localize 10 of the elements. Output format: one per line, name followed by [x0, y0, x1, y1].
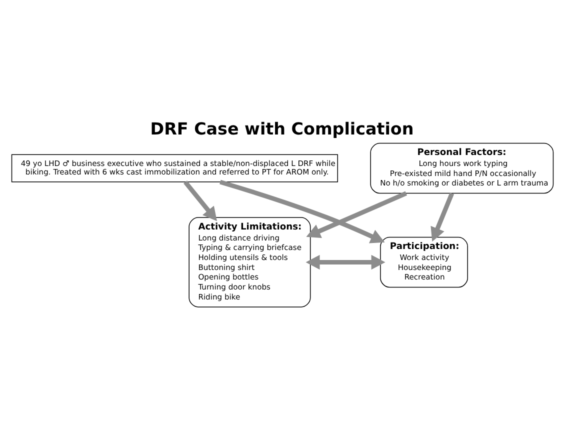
arrow — [220, 180, 385, 244]
node-box: Participation: Work activity Housekeeping Recreation — [380, 236, 468, 288]
node-box: Personal Factors: Long hours work typing Pre-existed mild hand P/N occasionally No h/o smoking or diabetes or L arm trauma — [370, 142, 554, 194]
arrow — [430, 192, 454, 242]
arrow — [306, 191, 408, 238]
node-box: 49 yo LHD ♂ business executive who sustained a stable/non-displaced L DRF while biking. Treated with 6 wks cast immobilization and referred to PT for AROM only. — [11, 154, 338, 182]
arrow — [184, 180, 217, 222]
arrow — [306, 254, 386, 270]
node-box: Activity Limitations: Long distance driving Typing & carrying briefcase Holding utensils & tools Buttoning shirt Opening bottles Turning door knobs Riding bike — [188, 217, 311, 308]
diagram-title: DRF Case with Complication — [150, 120, 414, 139]
